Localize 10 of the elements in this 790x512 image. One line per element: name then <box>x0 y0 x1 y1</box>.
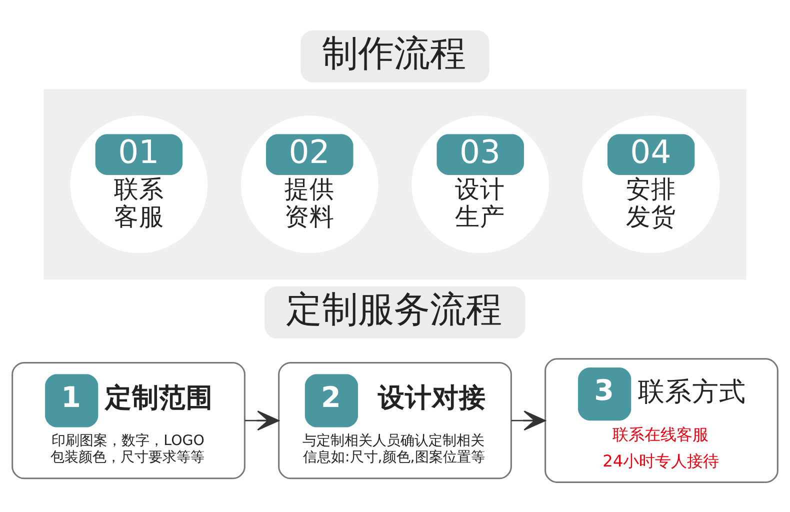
node-box: 2 设计对接 与定制相关人员确认定制相关信息如:尺寸,颜色,图案位置等 <box>278 361 512 479</box>
node-circle: 01 联系客服 <box>70 115 208 253</box>
node-box: 3 联系方式 联系在线客服 24小时专人接待 <box>544 358 778 482</box>
node-circle: 04 安排发货 <box>582 115 720 253</box>
arrow <box>244 410 280 430</box>
arrow <box>511 410 546 430</box>
node-circle: 02 提供资料 <box>240 115 378 253</box>
node-box: 1 定制范围 印刷图案，数字，LOGO包装颜色，尺寸要求等等 <box>12 361 246 479</box>
cluster <box>44 88 746 280</box>
node-circle: 03 设计生产 <box>412 115 550 253</box>
